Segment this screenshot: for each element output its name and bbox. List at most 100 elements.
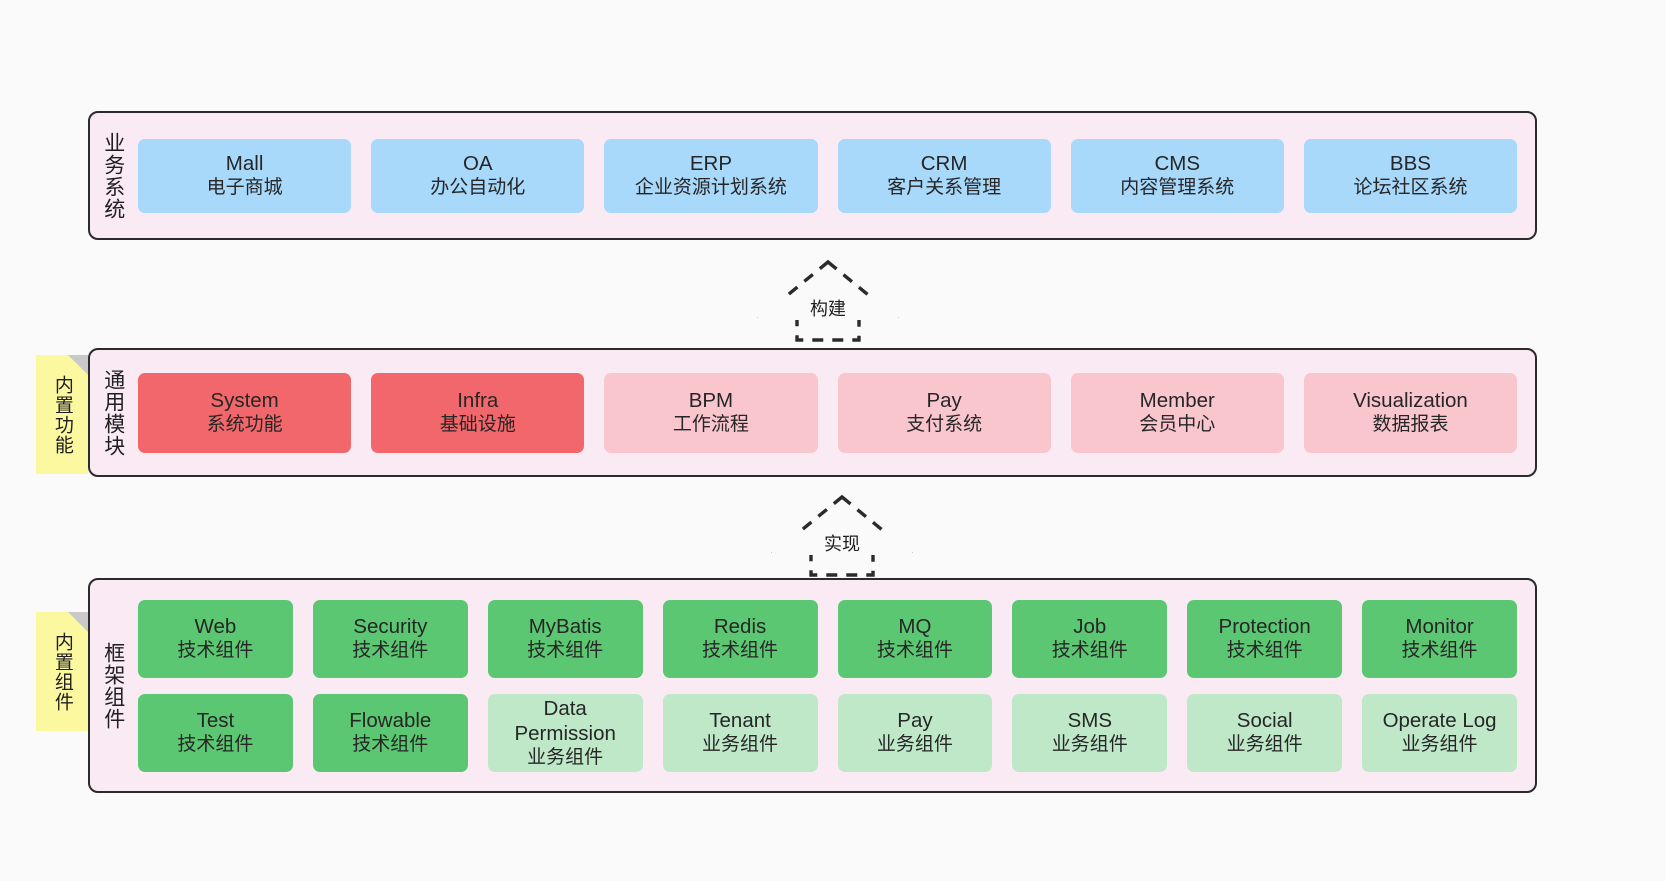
card-subtitle: 业务组件	[1226, 734, 1303, 756]
card-mq[interactable]: MQ 技术组件	[837, 599, 993, 678]
card-subtitle: 业务组件	[1401, 734, 1478, 756]
card-subtitle: 技术组件	[352, 640, 429, 662]
connector-build-label: 构建	[758, 298, 898, 320]
card-title: Protection	[1218, 615, 1311, 639]
card-flowable[interactable]: Flowable 技术组件	[312, 693, 468, 772]
section-common-modules: 通用模块 System 系统功能 Infra 基础设施 BPM 工作流程 Pay…	[88, 348, 1537, 477]
card-title: System	[210, 389, 279, 413]
card-title: OA	[462, 152, 493, 176]
card-row: Web 技术组件 Security 技术组件 MyBatis 技术组件 Redi…	[138, 599, 1517, 678]
card-subtitle: 技术组件	[1226, 640, 1303, 662]
card-title: Security	[353, 615, 428, 639]
card-web[interactable]: Web 技术组件	[138, 599, 293, 678]
card-title: Pay	[926, 389, 962, 413]
card-subtitle: 论坛社区系统	[1353, 177, 1468, 199]
card-tenant[interactable]: Tenant 业务组件	[662, 693, 818, 772]
section-label-business-system: 业务系统	[101, 131, 125, 220]
connector-implement-label: 实现	[772, 533, 912, 555]
card-subtitle: 技术组件	[352, 734, 429, 756]
card-subtitle: 会员中心	[1139, 414, 1216, 436]
card-title: Operate Log	[1382, 709, 1497, 733]
card-title: BPM	[688, 389, 734, 413]
card-subtitle: 客户关系管理	[887, 177, 1002, 199]
card-test[interactable]: Test 技术组件	[138, 693, 293, 772]
card-title: Job	[1073, 615, 1107, 639]
section-framework-components: 框架组件 Web 技术组件 Security 技术组件 MyBatis 技术组件…	[88, 578, 1537, 793]
card-subtitle: 办公自动化	[430, 177, 526, 199]
card-bbs[interactable]: BBS 论坛社区系统	[1303, 138, 1518, 213]
card-visualization[interactable]: Visualization 数据报表	[1303, 372, 1518, 453]
connector-implement: 实现	[771, 493, 913, 579]
card-title: BBS	[1389, 152, 1431, 176]
card-member[interactable]: Member 会员中心	[1070, 372, 1284, 453]
card-subtitle: 技术组件	[177, 640, 254, 662]
card-cms[interactable]: CMS 内容管理系统	[1070, 138, 1284, 213]
section-body-common-modules: System 系统功能 Infra 基础设施 BPM 工作流程 Pay 支付系统…	[136, 350, 1535, 475]
card-title: Flowable	[349, 709, 432, 733]
card-title: Visualization	[1353, 389, 1468, 413]
card-subtitle: 技术组件	[527, 640, 604, 662]
card-infra[interactable]: Infra 基础设施	[371, 372, 585, 453]
card-title: CRM	[920, 152, 968, 176]
card-title: Pay	[897, 709, 933, 733]
card-subtitle: 技术组件	[702, 640, 779, 662]
card-bpm[interactable]: BPM 工作流程	[604, 372, 818, 453]
card-subtitle: 业务组件	[527, 746, 604, 768]
card-subtitle: 支付系统	[906, 414, 983, 436]
card-subtitle: 内容管理系统	[1120, 177, 1235, 199]
card-mall[interactable]: Mall 电子商城	[138, 138, 352, 213]
card-title: CMS	[1154, 152, 1201, 176]
card-erp[interactable]: ERP 企业资源计划系统	[604, 138, 818, 213]
card-protection[interactable]: Protection 技术组件	[1187, 599, 1343, 678]
card-title: Test	[196, 709, 235, 733]
card-subtitle: 业务组件	[876, 734, 953, 756]
card-subtitle: 技术组件	[177, 734, 254, 756]
card-operate-log[interactable]: Operate Log 业务组件	[1362, 693, 1517, 772]
card-title: Monitor	[1405, 615, 1474, 639]
card-system[interactable]: System 系统功能	[138, 372, 352, 453]
card-row: Test 技术组件 Flowable 技术组件 Data Permission …	[138, 693, 1517, 772]
card-title: Infra	[457, 389, 499, 413]
card-social[interactable]: Social 业务组件	[1187, 693, 1343, 772]
card-job[interactable]: Job 技术组件	[1012, 599, 1168, 678]
sticky-note-text: 内置功能	[51, 374, 73, 455]
section-body-framework-components: Web 技术组件 Security 技术组件 MyBatis 技术组件 Redi…	[136, 580, 1535, 791]
card-redis[interactable]: Redis 技术组件	[662, 599, 818, 678]
card-title: Redis	[713, 615, 767, 639]
section-label-common-modules: 通用模块	[101, 368, 125, 457]
card-data-permission[interactable]: Data Permission 业务组件	[487, 693, 643, 772]
card-subtitle: 技术组件	[1051, 640, 1128, 662]
card-oa[interactable]: OA 办公自动化	[371, 138, 585, 213]
card-subtitle: 基础设施	[439, 414, 516, 436]
card-crm[interactable]: CRM 客户关系管理	[837, 138, 1051, 213]
card-security[interactable]: Security 技术组件	[312, 599, 468, 678]
card-subtitle: 企业资源计划系统	[634, 177, 787, 199]
card-title: MyBatis	[528, 615, 602, 639]
card-title: Social	[1236, 709, 1293, 733]
card-sms[interactable]: SMS 业务组件	[1012, 693, 1168, 772]
card-title: Member	[1139, 389, 1215, 413]
section-body-business-system: Mall 电子商城 OA 办公自动化 ERP 企业资源计划系统 CRM 客户关系…	[136, 113, 1535, 238]
card-subtitle: 工作流程	[672, 414, 749, 436]
card-title: Mall	[225, 152, 264, 176]
section-label-framework-components: 框架组件	[101, 641, 125, 730]
card-row: Mall 电子商城 OA 办公自动化 ERP 企业资源计划系统 CRM 客户关系…	[138, 138, 1518, 213]
card-pay-module[interactable]: Pay 支付系统	[837, 372, 1051, 453]
card-pay-component[interactable]: Pay 业务组件	[837, 693, 993, 772]
card-title: Tenant	[709, 709, 771, 733]
card-title: ERP	[689, 152, 732, 176]
card-mybatis[interactable]: MyBatis 技术组件	[487, 599, 643, 678]
sticky-note-text: 内置组件	[51, 631, 73, 712]
card-subtitle: 技术组件	[1401, 640, 1478, 662]
card-subtitle: 技术组件	[876, 640, 953, 662]
card-title: SMS	[1067, 709, 1113, 733]
card-title: Data Permission	[514, 696, 616, 745]
section-business-system: 业务系统 Mall 电子商城 OA 办公自动化 ERP 企业资源计划系统 CRM…	[88, 111, 1537, 240]
card-title: MQ	[898, 615, 932, 639]
card-subtitle: 数据报表	[1372, 414, 1449, 436]
sticky-note-builtin-function: 内置功能	[36, 355, 88, 474]
card-subtitle: 业务组件	[1051, 734, 1128, 756]
card-subtitle: 业务组件	[702, 734, 779, 756]
card-monitor[interactable]: Monitor 技术组件	[1362, 599, 1517, 678]
card-subtitle: 系统功能	[206, 414, 283, 436]
